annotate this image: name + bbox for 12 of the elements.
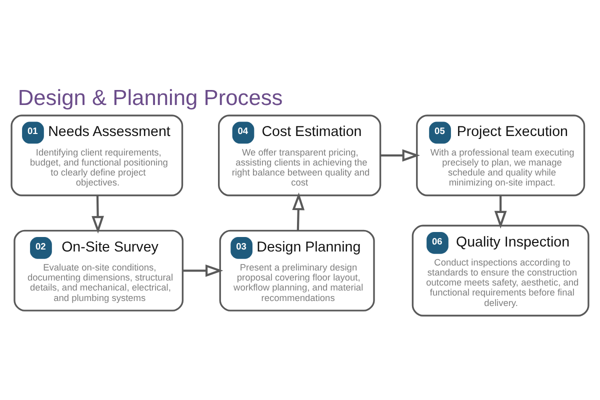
node-box: 01 Needs Assessment Identifying client requirements, budget, and functional positioning to clearly define project objectives. [10, 114, 184, 196]
node-box: 02 On-Site Survey Evaluate on-site conditions, documenting dimensions, structural details, and mechanical, electrical, and plumbing systems [14, 230, 184, 312]
node-box: 04 Cost Estimation We offer transparent pricing, assisting clients in achieving the right balance between quality and cost [218, 114, 382, 196]
arrow [92, 196, 104, 234]
node-box: 03 Design Planning Present a preliminary design proposal covering floor layout, workflow planning, and material recommendations [219, 230, 375, 312]
arrow [380, 149, 420, 162]
node-box: 05 Project Execution With a professional team executing precisely to plan, we manage schedule and quality while minimizing on-site impact. [416, 114, 586, 196]
diagram-title: Design & Planning Process [18, 85, 283, 110]
arrow [494, 196, 507, 229]
arrow [292, 192, 305, 230]
node-box: 06 Quality Inspection Conduct inspections according to standards to ensure the construction outcome meets safety, aesthetic, and functional requirements before final delivery. [412, 224, 590, 316]
arrow [182, 264, 224, 277]
